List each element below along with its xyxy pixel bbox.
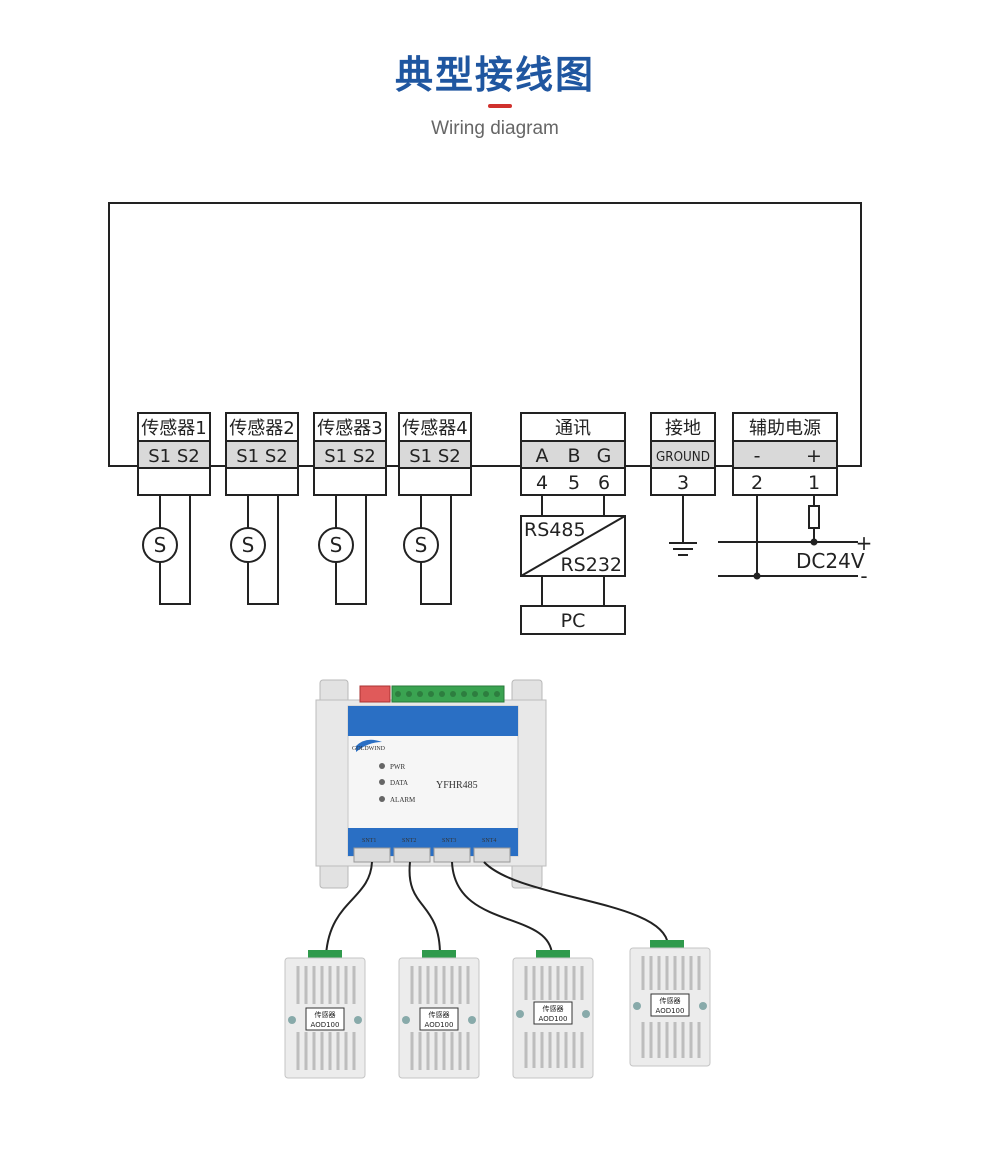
- sensor-terminal-2: 传感器2 S1 S2: [225, 412, 299, 496]
- sensor-terminal-label: 传感器2: [229, 418, 294, 439]
- sensor-terminal-pins: S1 S2: [324, 446, 375, 467]
- sensor-terminal-label: 传感器4: [402, 418, 467, 439]
- sensor-symbol-3: S: [318, 527, 354, 563]
- page-subtitle: Wiring diagram: [431, 118, 559, 139]
- led-alarm: ALARM: [390, 796, 416, 804]
- power-pin-plus: +: [806, 445, 822, 467]
- rs485-rs232-converter: RS485 RS232: [520, 515, 626, 577]
- controller-box: [108, 202, 862, 467]
- svg-text:AOD100: AOD100: [656, 1007, 685, 1015]
- sensor-module-3: 传感器 AOD100: [512, 950, 594, 1079]
- led-data: DATA: [390, 779, 408, 787]
- comm-num-6: 6: [598, 472, 610, 494]
- svg-text:传感器: 传感器: [315, 1010, 336, 1019]
- led-pwr: PWR: [390, 763, 406, 771]
- sensor-module-2: 传感器 AOD100: [398, 950, 480, 1079]
- ground-symbol: [669, 495, 697, 556]
- sensor-terminal-3: 传感器3 S1 S2: [313, 412, 387, 496]
- device-model: YFHR485: [436, 780, 478, 791]
- sensor-terminal-1: 传感器1 S1 S2: [137, 412, 211, 496]
- svg-text:S: S: [154, 533, 167, 557]
- ground-pin: GROUND: [656, 450, 710, 465]
- ground-num: 3: [677, 472, 689, 494]
- sensor-module-4: 传感器 AOD100: [629, 940, 711, 1067]
- sensor-terminal-label: 传感器3: [317, 418, 382, 439]
- comm-terminal: 通讯 A B G 4 5 6: [520, 412, 626, 496]
- svg-text:传感器: 传感器: [660, 996, 681, 1005]
- port-1: SNT1: [362, 838, 376, 844]
- port-2: SNT2: [402, 838, 416, 844]
- dc24v-supply: DC24V + -: [796, 531, 872, 588]
- dc-minus: -: [860, 564, 867, 588]
- title-accent-bar: [488, 104, 512, 108]
- comm-pin-a: A: [536, 445, 549, 467]
- converter-bottom-label: RS232: [560, 554, 622, 576]
- svg-text:S: S: [415, 533, 428, 557]
- dc-plus: +: [856, 531, 873, 555]
- power-num-2: 2: [751, 472, 763, 494]
- pc-label: PC: [561, 610, 586, 632]
- sensor-terminal-pins: S1 S2: [148, 446, 199, 467]
- svg-text:AOD100: AOD100: [311, 1021, 340, 1029]
- sensor-symbol-2: S: [230, 527, 266, 563]
- comm-num-5: 5: [568, 472, 580, 494]
- device-brand: GOLDWIND: [352, 746, 386, 752]
- svg-text:S: S: [242, 533, 255, 557]
- power-num-1: 1: [808, 472, 820, 494]
- svg-text:S: S: [330, 533, 343, 557]
- svg-text:AOD100: AOD100: [539, 1015, 568, 1023]
- dc-label: DC24V: [796, 549, 865, 573]
- svg-text:传感器: 传感器: [543, 1004, 564, 1013]
- power-terminal: 辅助电源 - + 2 1: [732, 412, 838, 496]
- sensor-symbol-4: S: [403, 527, 439, 563]
- comm-label: 通讯: [555, 418, 591, 439]
- sensor-symbol-1: S: [142, 527, 178, 563]
- sensor-terminal-pins: S1 S2: [409, 446, 460, 467]
- power-pin-minus: -: [754, 445, 761, 467]
- sensor-module-1: 传感器 AOD100: [284, 950, 366, 1079]
- svg-text:AOD100: AOD100: [425, 1021, 454, 1029]
- pc-box: PC: [520, 605, 626, 635]
- comm-pin-g: G: [597, 445, 612, 467]
- ground-label: 接地: [665, 418, 701, 439]
- sensor-terminal-label: 传感器1: [141, 418, 206, 439]
- comm-pin-b: B: [567, 445, 580, 467]
- svg-text:传感器: 传感器: [429, 1010, 450, 1019]
- power-label: 辅助电源: [749, 418, 821, 439]
- sensor-terminal-4: 传感器4 S1 S2: [398, 412, 472, 496]
- converter-top-label: RS485: [524, 519, 586, 541]
- page-title: 典型接线图: [394, 53, 595, 97]
- port-4: SNT4: [482, 838, 496, 844]
- sensor-terminal-pins: S1 S2: [236, 446, 287, 467]
- comm-num-4: 4: [536, 472, 548, 494]
- ground-terminal: 接地 GROUND 3: [650, 412, 716, 496]
- port-3: SNT3: [442, 838, 456, 844]
- controller-device: GOLDWIND PWR DATA ALARM YFHR485 SNT1 SNT…: [315, 679, 547, 889]
